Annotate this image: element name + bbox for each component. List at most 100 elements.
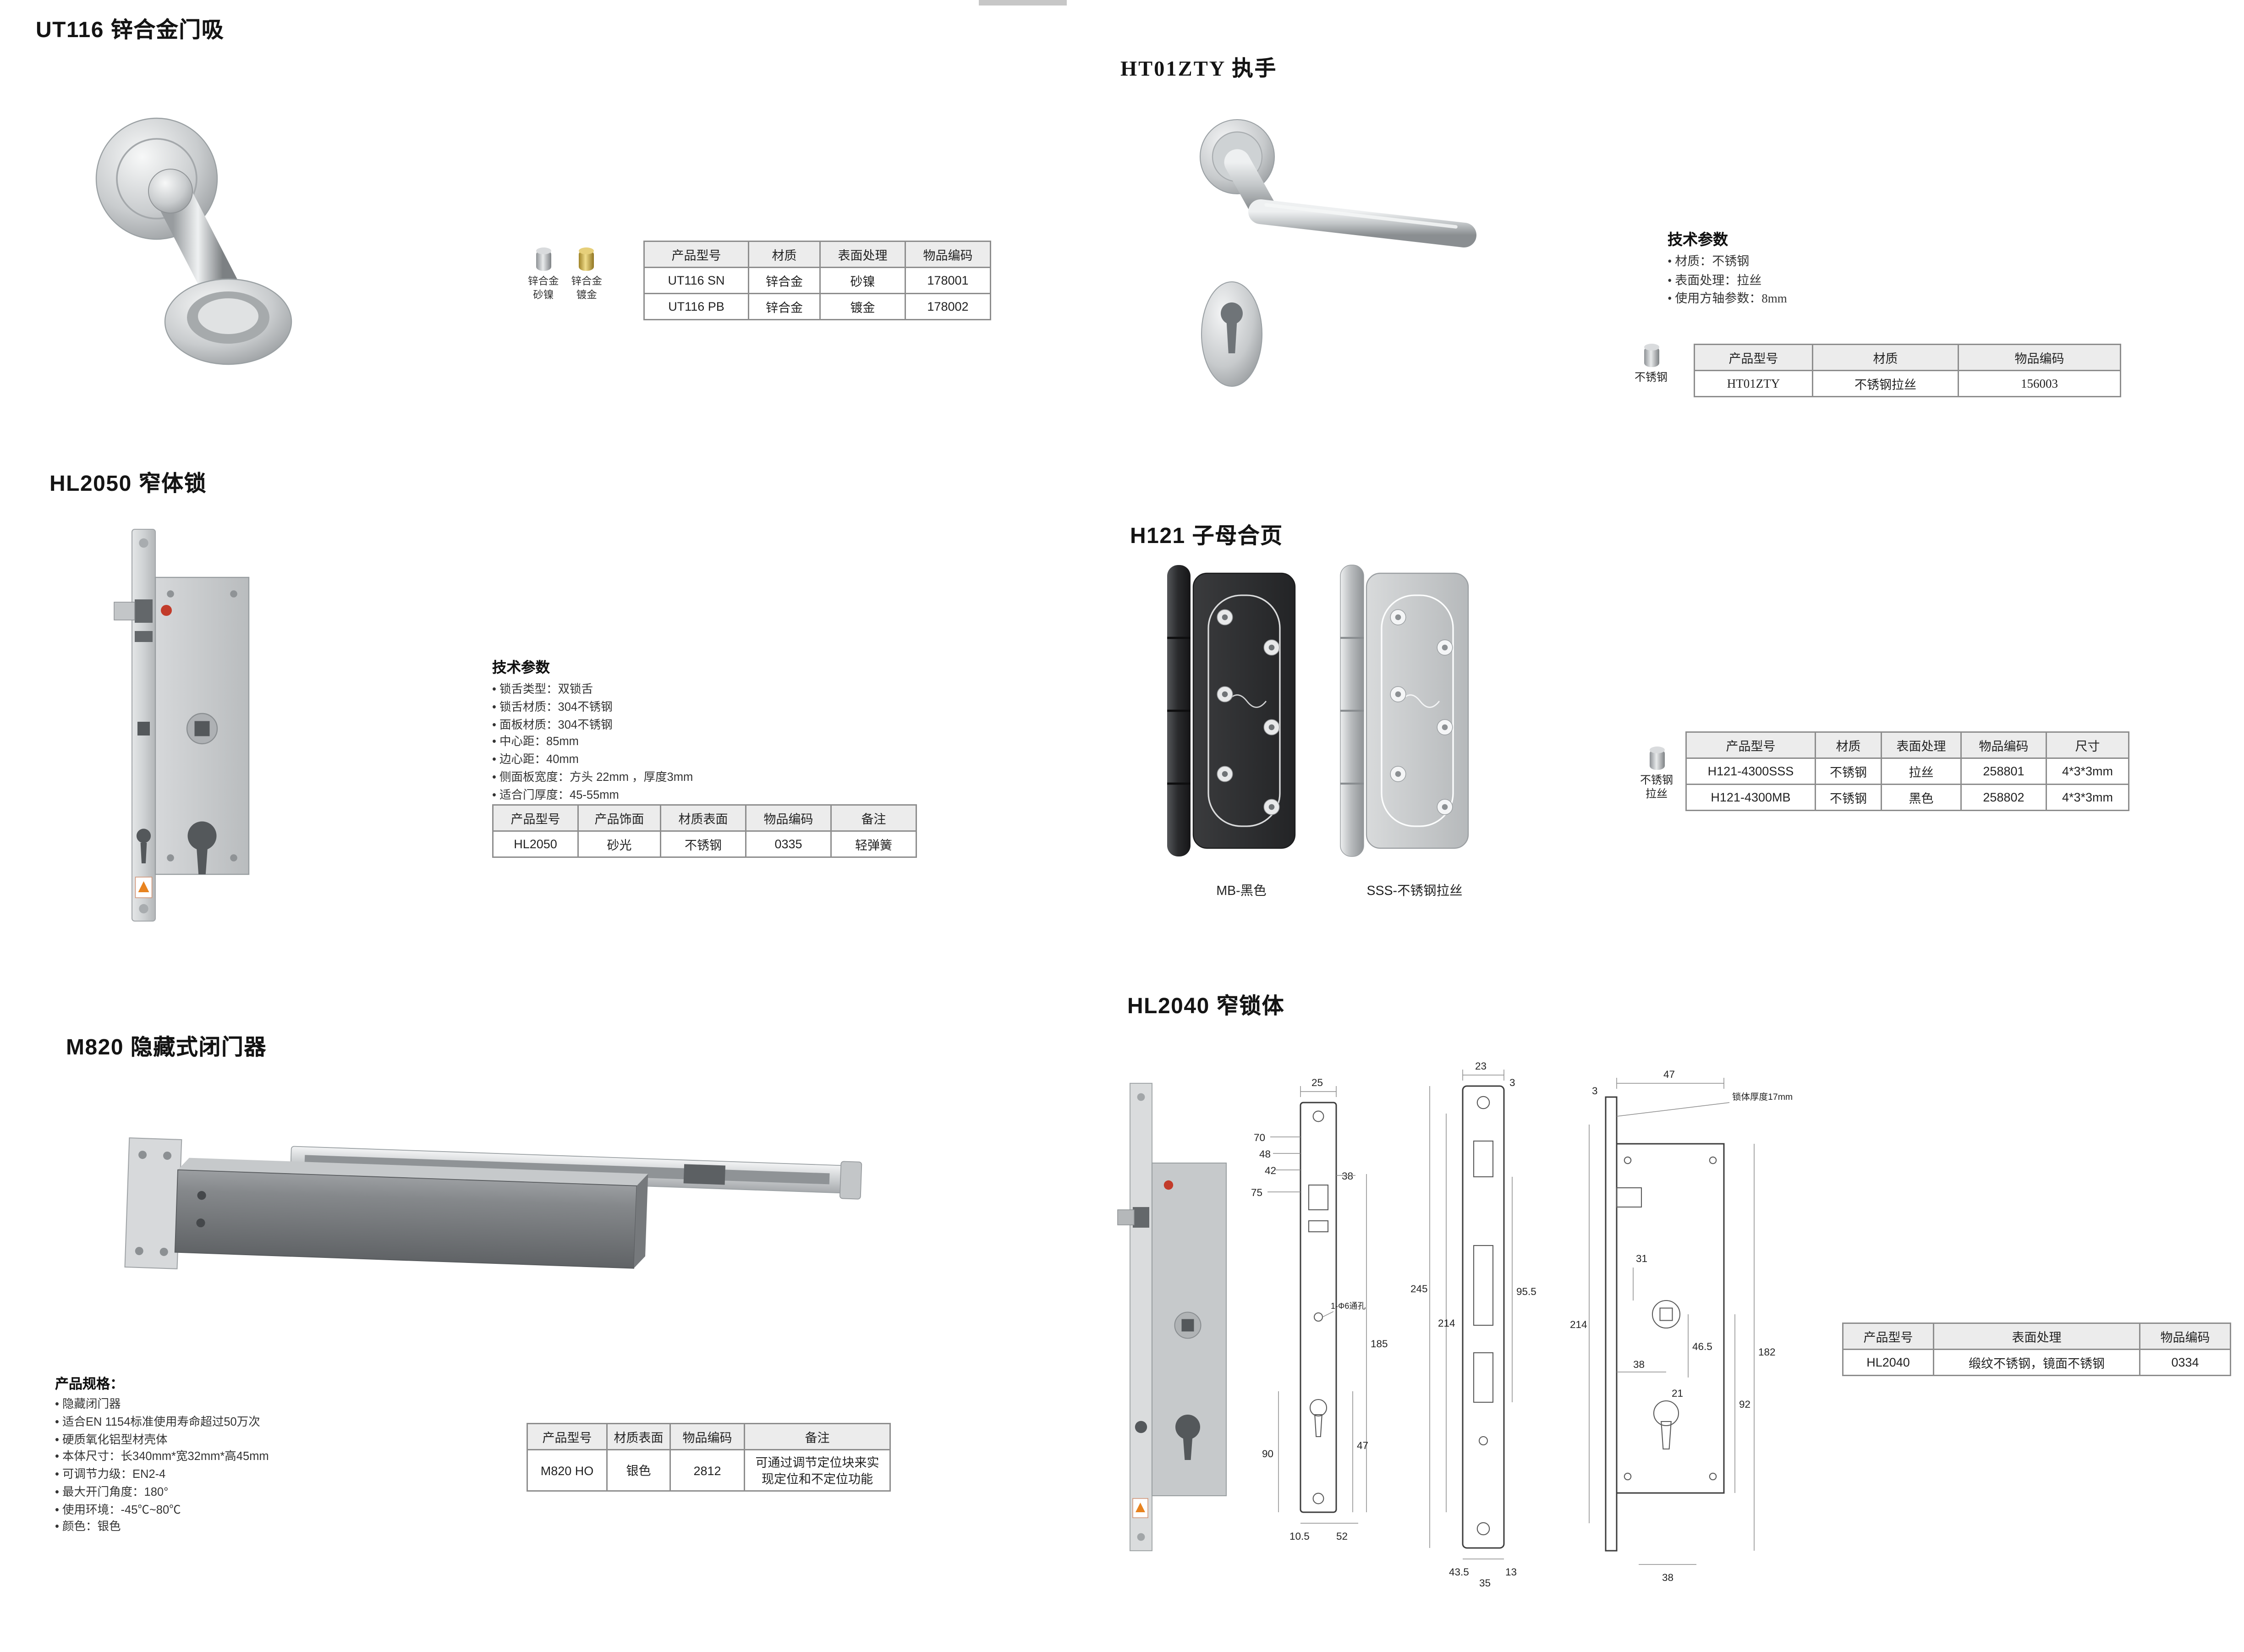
col-header: 物品编码 xyxy=(1960,731,2047,759)
bullet-item: 表面处理：拉丝 xyxy=(1668,272,1984,291)
col-header: 材质 xyxy=(1815,731,1882,759)
bullet-item: 面板材质：304不锈钢 xyxy=(492,716,836,733)
cell: 轻弹簧 xyxy=(830,830,917,858)
ut116-finish-swatches: 锌合金 砂镍 锌合金 镀金 xyxy=(528,247,602,302)
dim-label: 70 xyxy=(1254,1132,1265,1143)
cell: 不锈钢 xyxy=(1815,757,1882,785)
table-row: HL2040 缎纹不锈钢，镜面不锈钢 0334 xyxy=(1842,1349,2231,1376)
tech-params-title: 技术参数 xyxy=(492,660,550,676)
col-header: 物品编码 xyxy=(905,241,991,268)
hl2040-technical-drawings: 25 70 48 42 75 38 185 47 10.5 52 90 1-Φ6… xyxy=(1117,1060,1793,1589)
material-cylinder-icon xyxy=(1643,344,1659,367)
cell: HL2040 xyxy=(1842,1349,1934,1376)
m820-product-image xyxy=(124,1137,862,1269)
dim-label: 3 xyxy=(1592,1085,1598,1097)
cell: 砂光 xyxy=(577,830,661,858)
dim-label: 90 xyxy=(1262,1448,1273,1460)
dim-label: 38 xyxy=(1633,1359,1645,1370)
material-cylinder-icon xyxy=(1649,746,1664,770)
dim-label: 31 xyxy=(1636,1253,1647,1264)
col-header: 材质表面 xyxy=(606,1423,671,1450)
dim-label: 47 xyxy=(1357,1440,1368,1451)
table-row: M820 HO 银色 2812 可通过调节定位块来实 现定位和不定位功能 xyxy=(527,1449,891,1492)
table-header-row: 产品型号 材质 物品编码 xyxy=(1694,344,2121,371)
col-header: 备注 xyxy=(744,1423,891,1450)
dim-label: 214 xyxy=(1570,1319,1587,1330)
dim-label: 13 xyxy=(1505,1566,1517,1578)
ut116-title: UT116 锌合金门吸 xyxy=(36,19,225,43)
bullet-item: 使用环境：-45℃~80℃ xyxy=(55,1501,467,1518)
swatch-label-line: 镀金 xyxy=(576,288,597,301)
dim-label: 182 xyxy=(1758,1346,1776,1358)
h121-hinge-stainless-image xyxy=(1340,565,1469,857)
hl2040-spec-table: 产品型号 表面处理 物品编码 HL2040 缎纹不锈钢，镜面不锈钢 0334 xyxy=(1842,1323,2231,1376)
cell: 178002 xyxy=(905,293,991,320)
dim-label: 35 xyxy=(1479,1577,1491,1589)
bullet-item: 隐藏闭门器 xyxy=(55,1395,467,1413)
dim-label: 47 xyxy=(1663,1069,1675,1080)
material-label-line: 不锈钢 xyxy=(1640,774,1673,786)
bullet-item: 最大开门角度：180° xyxy=(55,1483,467,1500)
cell: H121-4300MB xyxy=(1685,784,1816,811)
cell: 258802 xyxy=(1960,784,2047,811)
m820-title: M820 隐藏式闭门器 xyxy=(66,1037,267,1060)
dim-label: 锁体厚度17mm xyxy=(1732,1092,1793,1102)
dim-label: 48 xyxy=(1259,1148,1271,1160)
cell: 258801 xyxy=(1960,757,2047,785)
dim-label: 75 xyxy=(1251,1187,1262,1198)
h121-hinge-black-image xyxy=(1167,565,1296,856)
cell: 4*3*3mm xyxy=(2046,757,2129,785)
cell: H121-4300SSS xyxy=(1685,757,1816,785)
h121-title: H121 子母合页 xyxy=(1130,525,1283,549)
cell: 不锈钢 xyxy=(660,830,746,858)
ut116-product-image xyxy=(95,117,292,365)
dim-label: 95.5 xyxy=(1516,1286,1536,1297)
dim-label: 92 xyxy=(1739,1399,1750,1410)
cell: 黑色 xyxy=(1881,784,1962,811)
swatch-label-line: 砂镍 xyxy=(533,288,554,301)
table-row: HT01ZTY 不锈钢拉丝 156003 xyxy=(1694,370,2121,397)
col-header: 产品饰面 xyxy=(577,804,661,832)
bullet-item: 适合EN 1154标准使用寿命超过50万次 xyxy=(55,1413,467,1430)
hl2040-title: HL2040 窄锁体 xyxy=(1127,995,1285,1019)
cell: UT116 SN xyxy=(643,267,749,294)
cell: 不锈钢 xyxy=(1815,784,1882,811)
col-header: 产品型号 xyxy=(527,1423,608,1450)
table-header-row: 产品型号 材质表面 物品编码 备注 xyxy=(527,1423,891,1450)
table-header-row: 产品型号 材质 表面处理 物品编码 xyxy=(643,241,991,268)
cell: 砂镍 xyxy=(819,267,906,294)
material-label: 不锈钢 xyxy=(1635,371,1668,384)
dim-label: 21 xyxy=(1672,1388,1683,1399)
material-cylinder-icon xyxy=(579,247,594,271)
table-row: H121-4300MB 不锈钢 黑色 258802 4*3*3mm xyxy=(1685,784,2129,811)
col-header: 表面处理 xyxy=(819,241,906,268)
material-label-line: 拉丝 xyxy=(1646,788,1668,800)
table-row: UT116 PB 锌合金 镀金 178002 xyxy=(643,293,991,320)
col-header: 产品型号 xyxy=(643,241,749,268)
cell: 2812 xyxy=(669,1449,745,1492)
hl2040-drawing-faceplate: 25 70 48 42 75 38 185 47 10.5 52 90 1-Φ6… xyxy=(1251,1077,1388,1542)
table-header-row: 产品型号 产品饰面 材质表面 物品编码 备注 xyxy=(492,804,917,832)
dim-label: 38 xyxy=(1662,1572,1673,1583)
col-header: 表面处理 xyxy=(1881,731,1962,759)
swatch-sand-nickel: 锌合金 砂镍 xyxy=(528,247,559,302)
table-header-row: 产品型号 表面处理 物品编码 xyxy=(1842,1323,2231,1350)
dim-label: 25 xyxy=(1311,1077,1323,1088)
hl2050-title: HL2050 窄体锁 xyxy=(49,473,207,496)
dim-label: 10.5 xyxy=(1289,1531,1310,1542)
h121-spec-table: 产品型号 材质 表面处理 物品编码 尺寸 H121-4300SSS 不锈钢 拉丝… xyxy=(1685,731,2129,811)
material-cylinder-icon xyxy=(536,247,551,271)
h121-caption-sss: SSS-不锈钢拉丝 xyxy=(1366,884,1463,899)
m820-spec-table: 产品型号 材质表面 物品编码 备注 M820 HO 银色 2812 可通过调节定… xyxy=(527,1423,891,1492)
hl2040-photo xyxy=(1117,1082,1227,1552)
dim-label: 43.5 xyxy=(1449,1566,1469,1578)
table-row: UT116 SN 锌合金 砂镍 178001 xyxy=(643,267,991,294)
col-header: 表面处理 xyxy=(1933,1323,2140,1350)
cell: 银色 xyxy=(606,1449,671,1492)
cell: M820 HO xyxy=(527,1449,608,1492)
dim-label: 23 xyxy=(1475,1060,1487,1072)
cell: 0334 xyxy=(2139,1349,2231,1376)
cell: 178001 xyxy=(905,267,991,294)
